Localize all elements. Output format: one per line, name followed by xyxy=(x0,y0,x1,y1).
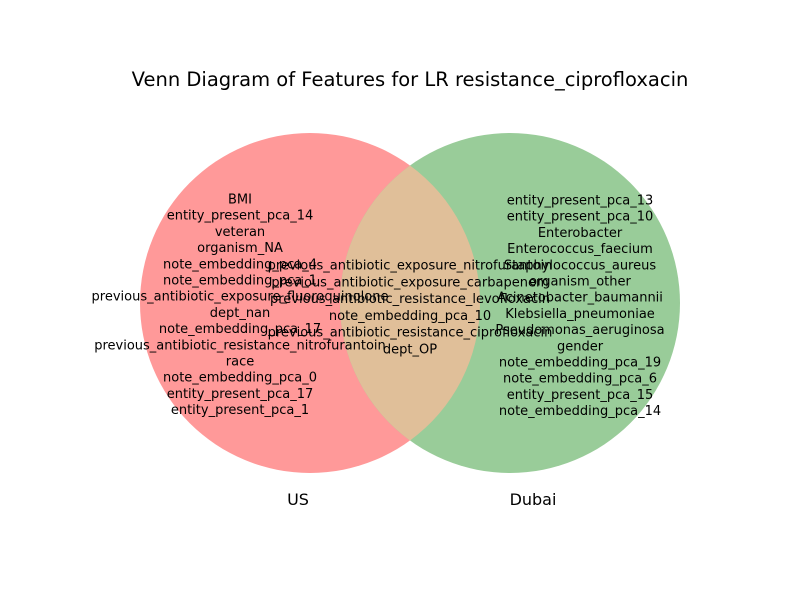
feature-us-only: note_embedding_pca_1 xyxy=(163,274,317,289)
feature-dubai-only: Pseudomonas_aeruginosa xyxy=(495,323,664,338)
feature-us-only: veteran xyxy=(215,225,265,240)
venn-features: BMIentity_present_pca_14veteranorganism_… xyxy=(92,193,665,420)
feature-us-only: previous_antibiotic_exposure_fluoroquino… xyxy=(92,290,389,305)
feature-us-only: entity_present_pca_1 xyxy=(171,403,309,418)
feature-dubai-only: note_embedding_pca_19 xyxy=(499,356,661,371)
venn-circles xyxy=(140,133,680,473)
feature-us-only: race xyxy=(226,355,254,370)
feature-dubai-only: gender xyxy=(557,339,604,354)
feature-shared: previous_antibiotic_exposure_nitrofurant… xyxy=(268,259,553,274)
feature-shared: previous_antibiotic_resistance_levofloxa… xyxy=(270,292,550,307)
feature-us-only: entity_present_pca_17 xyxy=(167,387,314,402)
feature-us-only: note_embedding_pca_17 xyxy=(159,322,321,337)
feature-us-only: organism_NA xyxy=(197,241,283,256)
feature-dubai-only: entity_present_pca_10 xyxy=(507,210,654,225)
feature-shared: previous_antibiotic_exposure_carbapenem xyxy=(271,275,548,290)
set-label-dubai: Dubai xyxy=(510,490,557,509)
feature-dubai-only: Enterobacter xyxy=(538,226,623,241)
feature-shared: dept_OP xyxy=(383,343,437,358)
feature-dubai-only: Klebsiella_pneumoniae xyxy=(505,307,655,322)
feature-dubai-only: entity_present_pca_13 xyxy=(507,194,654,209)
feature-us-only: BMI xyxy=(228,193,252,208)
feature-dubai-only: Enterococcus_faecium xyxy=(507,242,653,257)
feature-shared: previous_antibiotic_resistance_ciproflox… xyxy=(268,326,553,341)
feature-shared: note_embedding_pca_10 xyxy=(329,309,491,324)
feature-us-only: previous_antibiotic_resistance_nitrofura… xyxy=(94,338,386,353)
feature-us-only: note_embedding_pca_4 xyxy=(163,257,317,272)
feature-dubai-only: organism_other xyxy=(529,275,631,290)
feature-dubai-only: note_embedding_pca_14 xyxy=(499,404,661,419)
feature-dubai-only: Acinetobacter_baumannii xyxy=(497,291,663,306)
feature-dubai-only: entity_present_pca_15 xyxy=(507,388,654,403)
feature-dubai-only: Staphylococcus_aureus xyxy=(504,258,656,273)
set-label-us: US xyxy=(287,490,309,509)
feature-us-only: note_embedding_pca_0 xyxy=(163,371,317,386)
feature-us-only: dept_nan xyxy=(210,306,271,321)
feature-us-only: entity_present_pca_14 xyxy=(167,209,314,224)
diagram-title: Venn Diagram of Features for LR resistan… xyxy=(132,68,689,91)
venn-overlap-region xyxy=(340,165,480,441)
feature-dubai-only: note_embedding_pca_6 xyxy=(503,372,657,387)
